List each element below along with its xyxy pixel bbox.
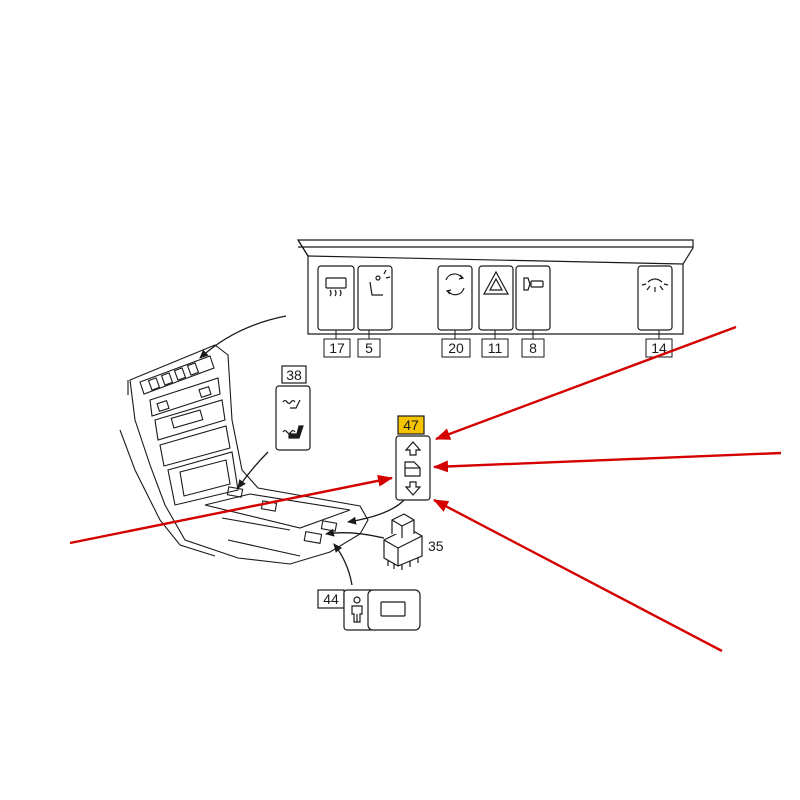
- panel-switch-rear-defrost: [317, 265, 355, 331]
- panel-switch-recirculation: [437, 265, 473, 331]
- arrow-down-icon: [404, 481, 422, 496]
- occupant-switch: [317, 589, 421, 631]
- callout-label-11: 11: [488, 340, 503, 356]
- hazard-triangle-icon: [482, 270, 510, 295]
- red-annotation-arrows: [69, 325, 782, 653]
- callout-label-35: 35: [428, 538, 444, 554]
- window-icon: [404, 461, 421, 477]
- panel-switch-seat-adjust: [357, 265, 393, 331]
- panel-callouts: [323, 330, 673, 358]
- callout-label-47: 47: [403, 417, 419, 433]
- callout-label-14: 14: [651, 340, 667, 356]
- interior-light-icon: [641, 278, 669, 292]
- callout-label-17: 17: [329, 340, 345, 356]
- switch-module: [383, 513, 423, 570]
- callout-label-38: 38: [286, 367, 302, 383]
- seat-heater-icon: [282, 399, 304, 439]
- person-icon: [351, 596, 363, 623]
- seat-adjust-icon: [369, 269, 391, 296]
- callout-label-20: 20: [448, 340, 464, 356]
- recirculation-icon: [445, 273, 465, 296]
- panel-switch-hazard: [478, 265, 514, 331]
- callout-label-44: 44: [323, 591, 339, 607]
- callout-label-5: 5: [365, 340, 373, 356]
- rear-defrost-icon: [325, 277, 347, 297]
- light-switch-icon: [523, 277, 544, 291]
- window-switch: [395, 415, 431, 501]
- panel-switch-interior-light: [637, 265, 673, 331]
- panel-switch-lights: [515, 265, 551, 331]
- seat-heater-switch: [275, 365, 311, 451]
- callout-label-8: 8: [529, 340, 537, 356]
- black-leader-arrows: [199, 315, 405, 586]
- center-console: [119, 344, 369, 565]
- arrow-up-icon: [404, 441, 422, 456]
